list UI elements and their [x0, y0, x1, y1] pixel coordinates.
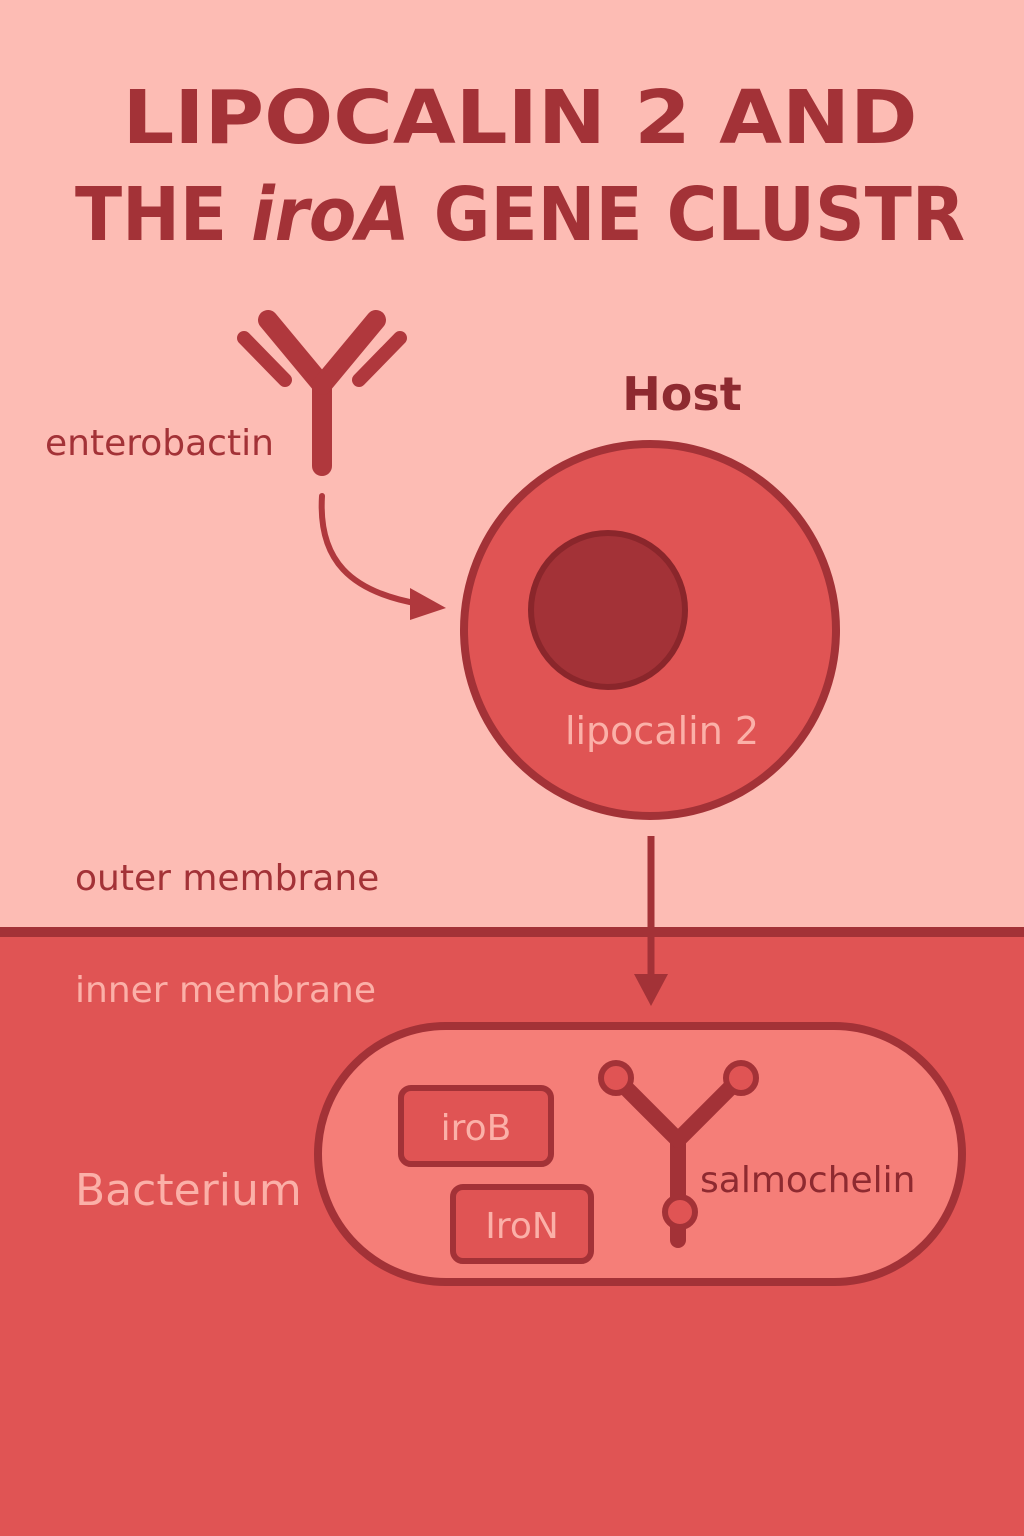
- enterobactin-icon: [237, 310, 407, 476]
- curved-arrow: [318, 493, 446, 620]
- iron-box: IroN: [450, 1184, 594, 1264]
- enterobactin-label: enterobactin: [45, 423, 274, 464]
- salmochelin-icon: [598, 1060, 759, 1248]
- outer-membrane-label: outer membrane: [75, 858, 379, 899]
- title-line-2-post: GENE CLUSTR: [410, 172, 965, 258]
- irob-box: iroB: [398, 1085, 554, 1167]
- nucleus: [528, 530, 688, 690]
- title-line-1: LIPOCALIN 2 AND: [123, 75, 918, 161]
- iron-label: IroN: [485, 1206, 559, 1247]
- title-line-2: THE iroA GENE CLUSTR: [75, 172, 965, 258]
- salmochelin-label: salmochelin: [700, 1160, 916, 1201]
- title-line-2-pre: THE: [75, 172, 251, 258]
- inner-membrane-label: inner membrane: [75, 970, 376, 1011]
- title-line-2-italic: iroA: [251, 172, 410, 258]
- host-label: Host: [622, 367, 741, 421]
- down-arrow: [634, 836, 668, 1006]
- lipocalin-label: lipocalin 2: [565, 709, 759, 753]
- irob-label: iroB: [441, 1108, 512, 1149]
- bacterium-label: Bacterium: [75, 1165, 302, 1216]
- upper-region: [0, 0, 1024, 932]
